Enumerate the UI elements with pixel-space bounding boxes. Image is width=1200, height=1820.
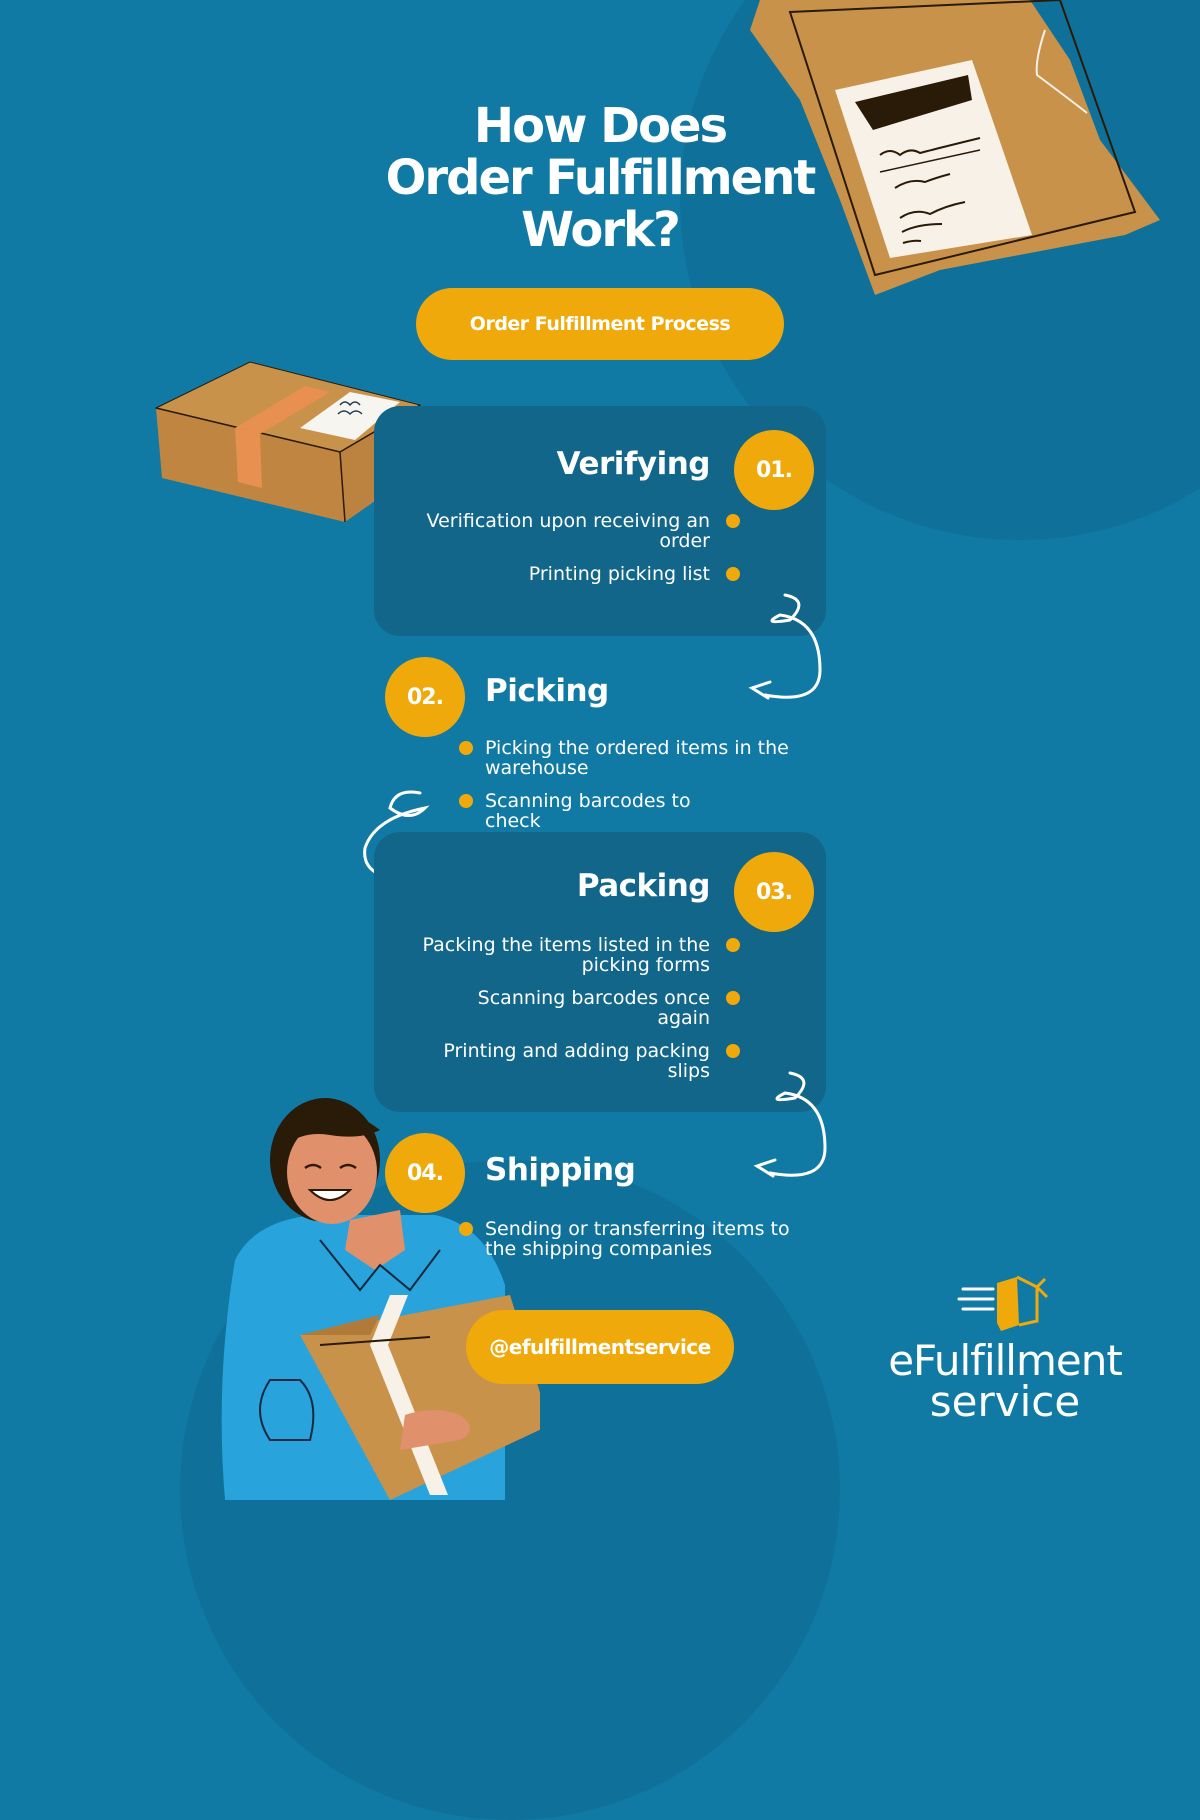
step-title-packing: Packing <box>576 868 711 904</box>
process-label-badge: Order Fulfillment Process <box>416 288 784 360</box>
bullet-dot-icon <box>726 938 740 952</box>
flying-box-logo-icon <box>957 1275 1049 1331</box>
bullet-item: Scanning barcodes to check <box>459 791 725 831</box>
step-bullets-shipping: Sending or transferring items to the shi… <box>459 1219 825 1272</box>
bullet-item: Printing picking list <box>420 564 740 584</box>
step-title-verifying: Verifying <box>556 446 711 482</box>
step-bullets-packing: Packing the items listed in the picking … <box>420 935 740 1094</box>
bullet-dot-icon <box>726 514 740 528</box>
page-title: How Does Order Fulfillment Work? <box>300 100 900 256</box>
bullet-item: Scanning barcodes once again <box>420 988 740 1028</box>
title-line-1: How Does <box>473 98 728 154</box>
bullet-dot-icon <box>459 1222 473 1236</box>
step-title-shipping: Shipping <box>485 1152 636 1188</box>
bullet-item: Sending or transferring items to the shi… <box>459 1219 825 1259</box>
curly-arrow-icon <box>753 1071 827 1178</box>
step-number-04: 04. <box>385 1133 465 1213</box>
step-title-picking: Picking <box>485 673 609 709</box>
step-bullets-picking: Picking the ordered items in the warehou… <box>459 738 825 844</box>
brand-logo: eFulfillment service <box>870 1275 1140 1426</box>
bullet-dot-icon <box>726 991 740 1005</box>
bullet-item: Picking the ordered items in the warehou… <box>459 738 825 778</box>
logo-text-line2: service <box>929 1377 1081 1426</box>
bullet-dot-icon <box>726 1044 740 1058</box>
bullet-item: Verification upon receiving an order <box>420 511 740 551</box>
step-number-01: 01. <box>734 430 814 510</box>
mailer-bag-icon <box>750 0 1160 295</box>
social-handle-badge[interactable]: @efulfillmentservice <box>466 1310 734 1384</box>
step-number-02: 02. <box>385 657 465 737</box>
bullet-item: Printing and adding packing slips <box>420 1041 740 1081</box>
bullet-dot-icon <box>459 741 473 755</box>
logo-text-line1: eFulfillment <box>888 1336 1123 1385</box>
step-number-03: 03. <box>734 852 814 932</box>
title-line-2: Order Fulfillment <box>385 150 817 206</box>
title-line-3: Work? <box>521 202 681 258</box>
step-bullets-verifying: Verification upon receiving an order Pri… <box>420 511 740 597</box>
bullet-item: Packing the items listed in the picking … <box>420 935 740 975</box>
curly-arrow-icon <box>748 593 822 700</box>
bullet-dot-icon <box>726 567 740 581</box>
bullet-dot-icon <box>459 794 473 808</box>
